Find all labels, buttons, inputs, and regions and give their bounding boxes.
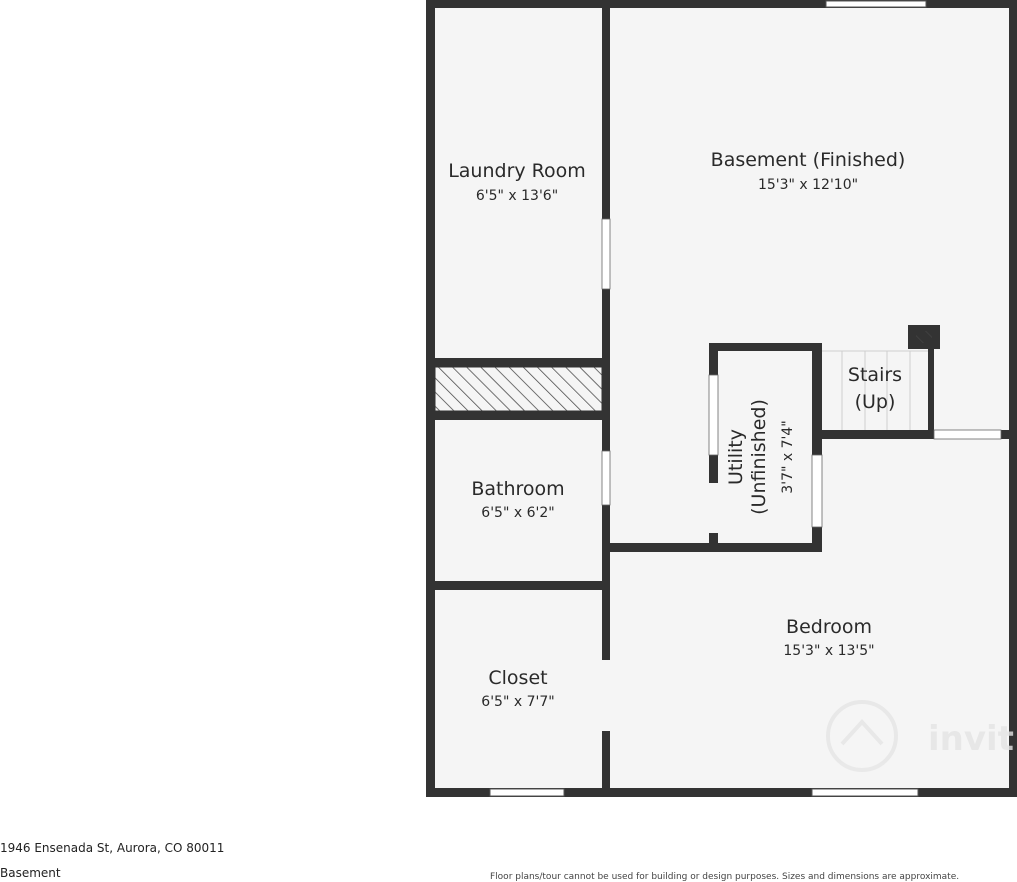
interior-walls bbox=[431, 4, 1009, 793]
windows bbox=[489, 0, 927, 797]
bedroom-name: Bedroom bbox=[786, 616, 872, 638]
watermark-text: invit bbox=[928, 719, 1014, 759]
disclaimer-text: Floor plans/tour cannot be used for buil… bbox=[490, 872, 960, 882]
stair-treads bbox=[822, 350, 928, 430]
utility-label-group: Utility (Unfinished) 3'7" x 7'4" bbox=[725, 399, 796, 515]
stairs-name: Stairs bbox=[848, 364, 902, 386]
bathroom-name: Bathroom bbox=[471, 478, 564, 500]
bedroom-dims: 15'3" x 13'5" bbox=[783, 643, 874, 659]
bathroom-dims: 6'5" x 6'2" bbox=[481, 505, 554, 521]
utility-type: (Unfinished) bbox=[748, 399, 770, 515]
basement-name: Basement (Finished) bbox=[711, 149, 906, 171]
laundry-room-name: Laundry Room bbox=[448, 160, 586, 182]
basement-dims: 15'3" x 12'10" bbox=[758, 177, 858, 193]
closet-dims: 6'5" x 7'7" bbox=[481, 694, 554, 710]
utility-name: Utility bbox=[725, 429, 747, 485]
watermark: invit bbox=[826, 700, 1014, 772]
property-address: 1946 Ensenada St, Aurora, CO 80011 bbox=[0, 841, 225, 855]
utility-dims: 3'7" x 7'4" bbox=[780, 420, 796, 493]
closet-name: Closet bbox=[488, 667, 547, 689]
floor-level: Basement bbox=[0, 866, 61, 880]
mechanical-chase bbox=[434, 366, 603, 412]
laundry-room-dims: 6'5" x 13'6" bbox=[476, 188, 558, 204]
chimney-detail bbox=[916, 331, 932, 343]
outer-walls bbox=[426, 0, 1017, 797]
stairs-direction: (Up) bbox=[855, 391, 896, 413]
door-openings bbox=[601, 218, 1002, 528]
